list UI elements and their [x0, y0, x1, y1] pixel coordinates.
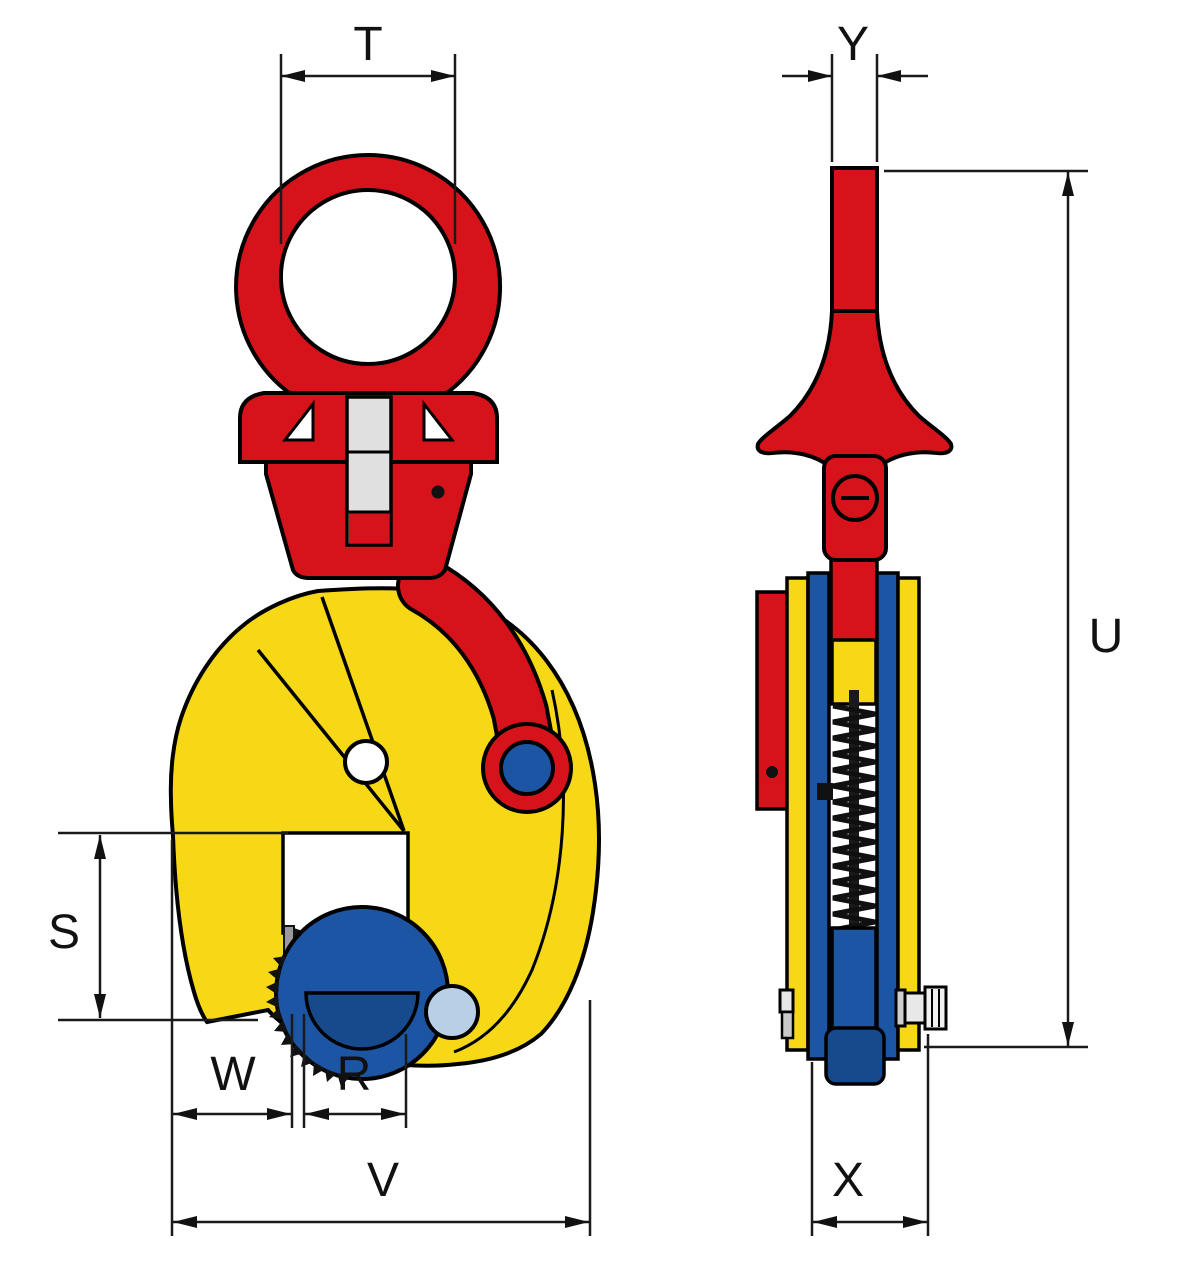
- clevis-slot-lower: [349, 512, 389, 543]
- cam-bottom: [824, 1026, 886, 1086]
- dim-label-y: Y: [837, 18, 869, 71]
- dimensions: T Y U S W: [48, 18, 1123, 1236]
- stop-tab: [817, 783, 833, 800]
- dim-label-u: U: [1089, 610, 1124, 663]
- dim-U: U: [884, 169, 1124, 1049]
- side-plate-red-dot: [766, 766, 778, 778]
- dim-X: X: [810, 1034, 930, 1236]
- side-plate-yellow-right: [896, 576, 921, 1052]
- lower-link-block: [830, 926, 878, 1034]
- tension-spring: [832, 703, 876, 933]
- cam-inner: [304, 991, 420, 1051]
- bracket-notch-right: [422, 399, 456, 442]
- wear-pad-lower: [780, 1010, 795, 1040]
- body-contour-line-1: [256, 648, 406, 833]
- shank: [830, 166, 879, 315]
- bracket-notch-left: [281, 399, 315, 442]
- dim-S: S: [48, 831, 288, 1022]
- side-plate-blue-right: [875, 571, 900, 1061]
- lock-pin-dot: [431, 485, 445, 499]
- dim-label-v: V: [367, 1154, 399, 1207]
- dim-V: V: [173, 1000, 592, 1236]
- dim-W: W: [170, 840, 294, 1236]
- dim-label-x: X: [832, 1154, 864, 1207]
- wear-pad-upper: [778, 988, 795, 1014]
- side-view: [755, 166, 954, 1086]
- lifting-eye-ring: [234, 153, 503, 421]
- body-hole: [343, 739, 389, 785]
- lever-arm: [400, 561, 551, 769]
- dim-label-s: S: [48, 906, 80, 959]
- side-plate-yellow-left: [785, 576, 810, 1052]
- dim-label-w: W: [210, 1048, 256, 1101]
- bell-mount: [755, 309, 954, 474]
- jaw-bolt-head: [923, 985, 948, 1031]
- cam-teeth: [266, 956, 350, 1087]
- dim-label-r: R: [337, 1048, 372, 1101]
- dim-T: T: [279, 18, 457, 244]
- cam-pivot-pin: [424, 984, 480, 1040]
- body-contour-line-2: [320, 596, 406, 832]
- dim-label-t: T: [353, 18, 382, 71]
- front-view: [168, 153, 601, 1087]
- side-plate-blue-left: [806, 571, 831, 1061]
- lever-pin: [499, 740, 555, 796]
- jaw-bolt-shaft: [903, 991, 927, 1025]
- side-plate-red: [755, 590, 790, 811]
- dim-R: R: [302, 1014, 408, 1128]
- dim-Y: Y: [782, 18, 928, 162]
